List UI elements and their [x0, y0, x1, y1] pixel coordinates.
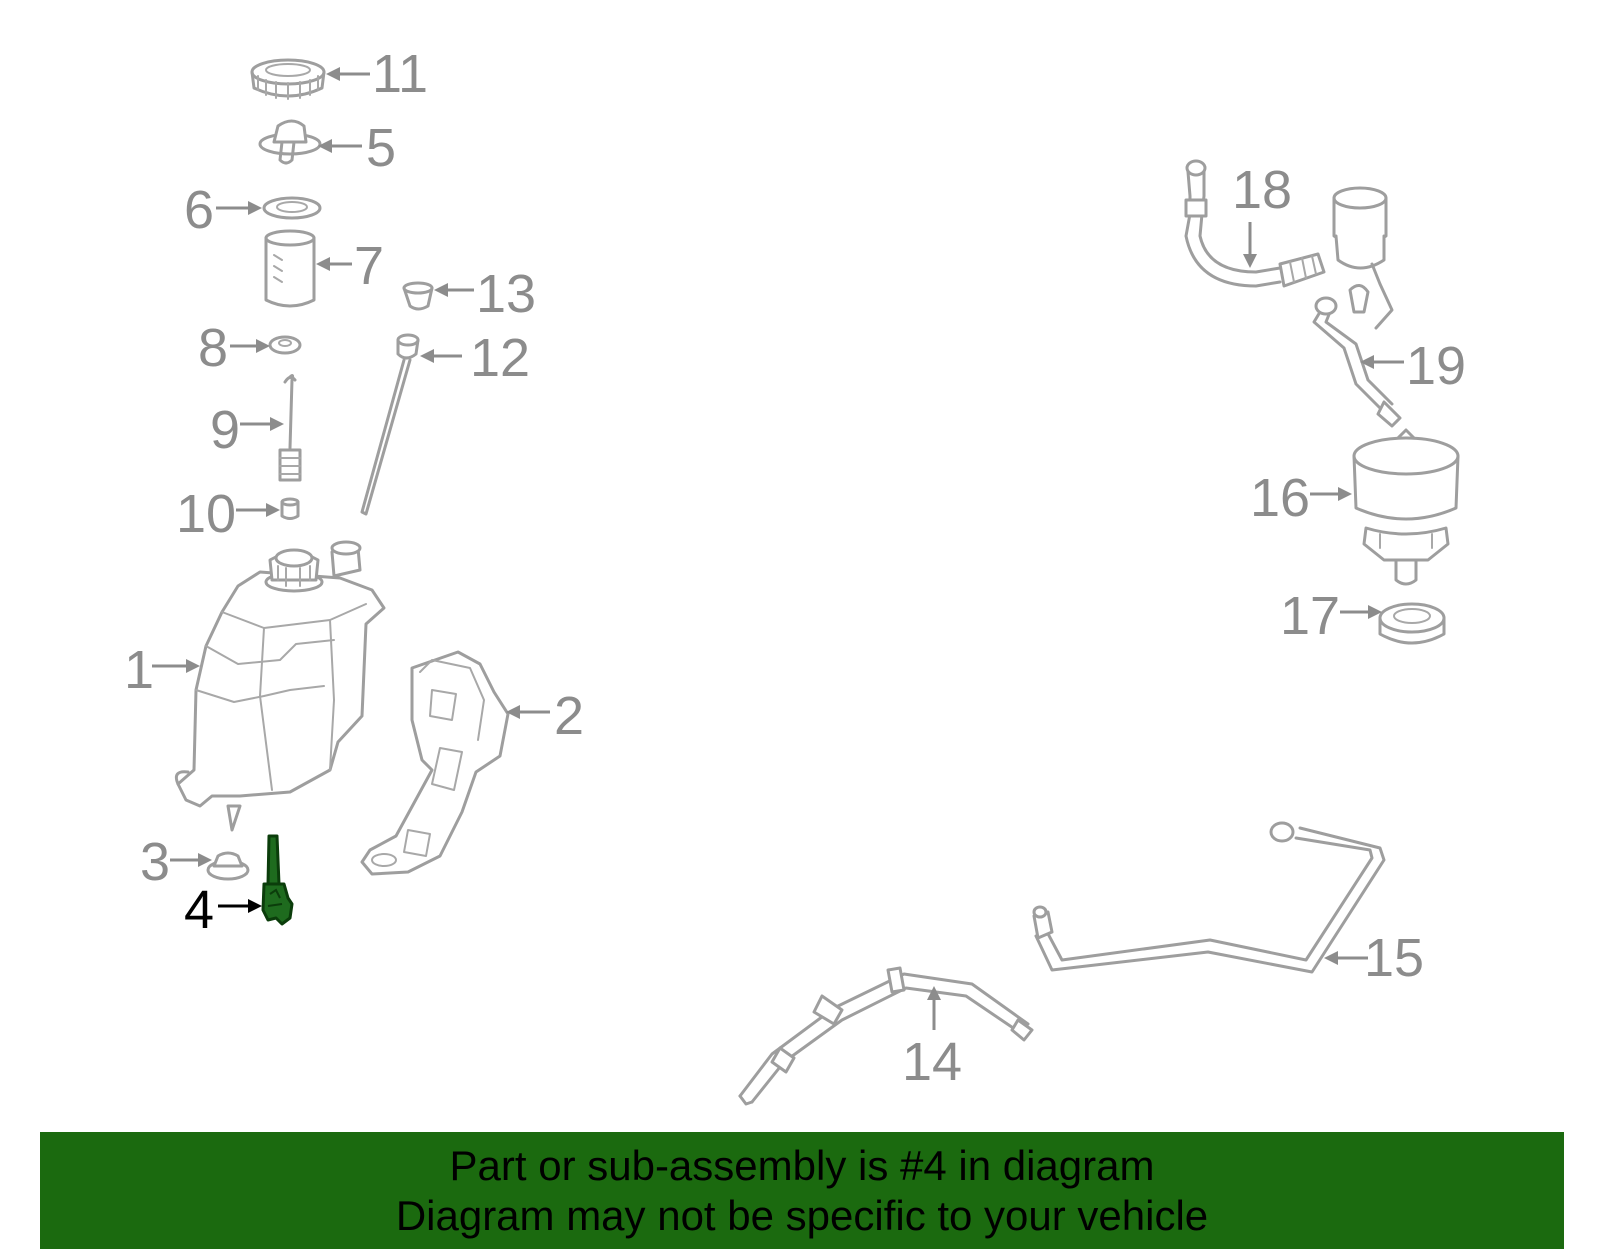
part-reservoir-top: [1332, 186, 1394, 330]
part-12-dipstick: [360, 333, 420, 516]
callout-16: 16: [1250, 468, 1310, 528]
callout-4[interactable]: 4: [184, 880, 214, 940]
part-9-spring-rod: [278, 374, 302, 482]
part-14-hose: [738, 966, 1034, 1106]
callout-7: 7: [354, 236, 384, 296]
callout-18: 18: [1232, 160, 1292, 220]
part-1-reservoir: [174, 540, 386, 832]
callout-5: 5: [366, 118, 396, 178]
part-17-ring: [1378, 602, 1446, 645]
callout-2: 2: [554, 686, 584, 746]
callout-17: 17: [1280, 586, 1340, 646]
callout-15: 15: [1364, 928, 1424, 988]
part-16-reservoir: [1352, 428, 1460, 586]
part-18-hose: [1184, 159, 1326, 288]
banner-line-2: Diagram may not be specific to your vehi…: [395, 1192, 1209, 1239]
banner-line-1: Part or sub-assembly is #4 in diagram: [449, 1142, 1155, 1189]
callout-12: 12: [470, 328, 530, 388]
info-banner: Part or sub-assembly is #4 in diagram Di…: [40, 1132, 1564, 1249]
callout-13: 13: [476, 264, 536, 324]
part-10-bushing: [280, 497, 300, 520]
part-3-grommet: [206, 851, 250, 881]
callout-arrows: [152, 67, 1404, 1030]
part-2-bracket: [360, 650, 510, 876]
callout-3: 3: [140, 832, 170, 892]
part-13-cap: [402, 281, 434, 311]
callout-1: 1: [124, 640, 154, 700]
part-7-filter: [264, 229, 316, 308]
part-4-sensor-highlighted[interactable]: [261, 834, 294, 926]
callout-labels: 11 5 6 7 13 8 12 9 10 1 2 3 4 18 19 16 1…: [124, 44, 1466, 1092]
part-19-pipe: [1312, 296, 1402, 428]
callout-14: 14: [902, 1032, 962, 1092]
part-6-seal: [262, 196, 322, 220]
part-8-washer: [268, 335, 302, 355]
callout-6: 6: [184, 180, 214, 240]
part-11-cap: [250, 58, 326, 100]
callout-19: 19: [1406, 336, 1466, 396]
part-5-valve: [258, 119, 322, 165]
callout-9: 9: [210, 400, 240, 460]
part-15-line: [1032, 821, 1386, 974]
callout-8: 8: [198, 318, 228, 378]
callout-11: 11: [372, 44, 428, 104]
callout-10: 10: [176, 484, 236, 544]
